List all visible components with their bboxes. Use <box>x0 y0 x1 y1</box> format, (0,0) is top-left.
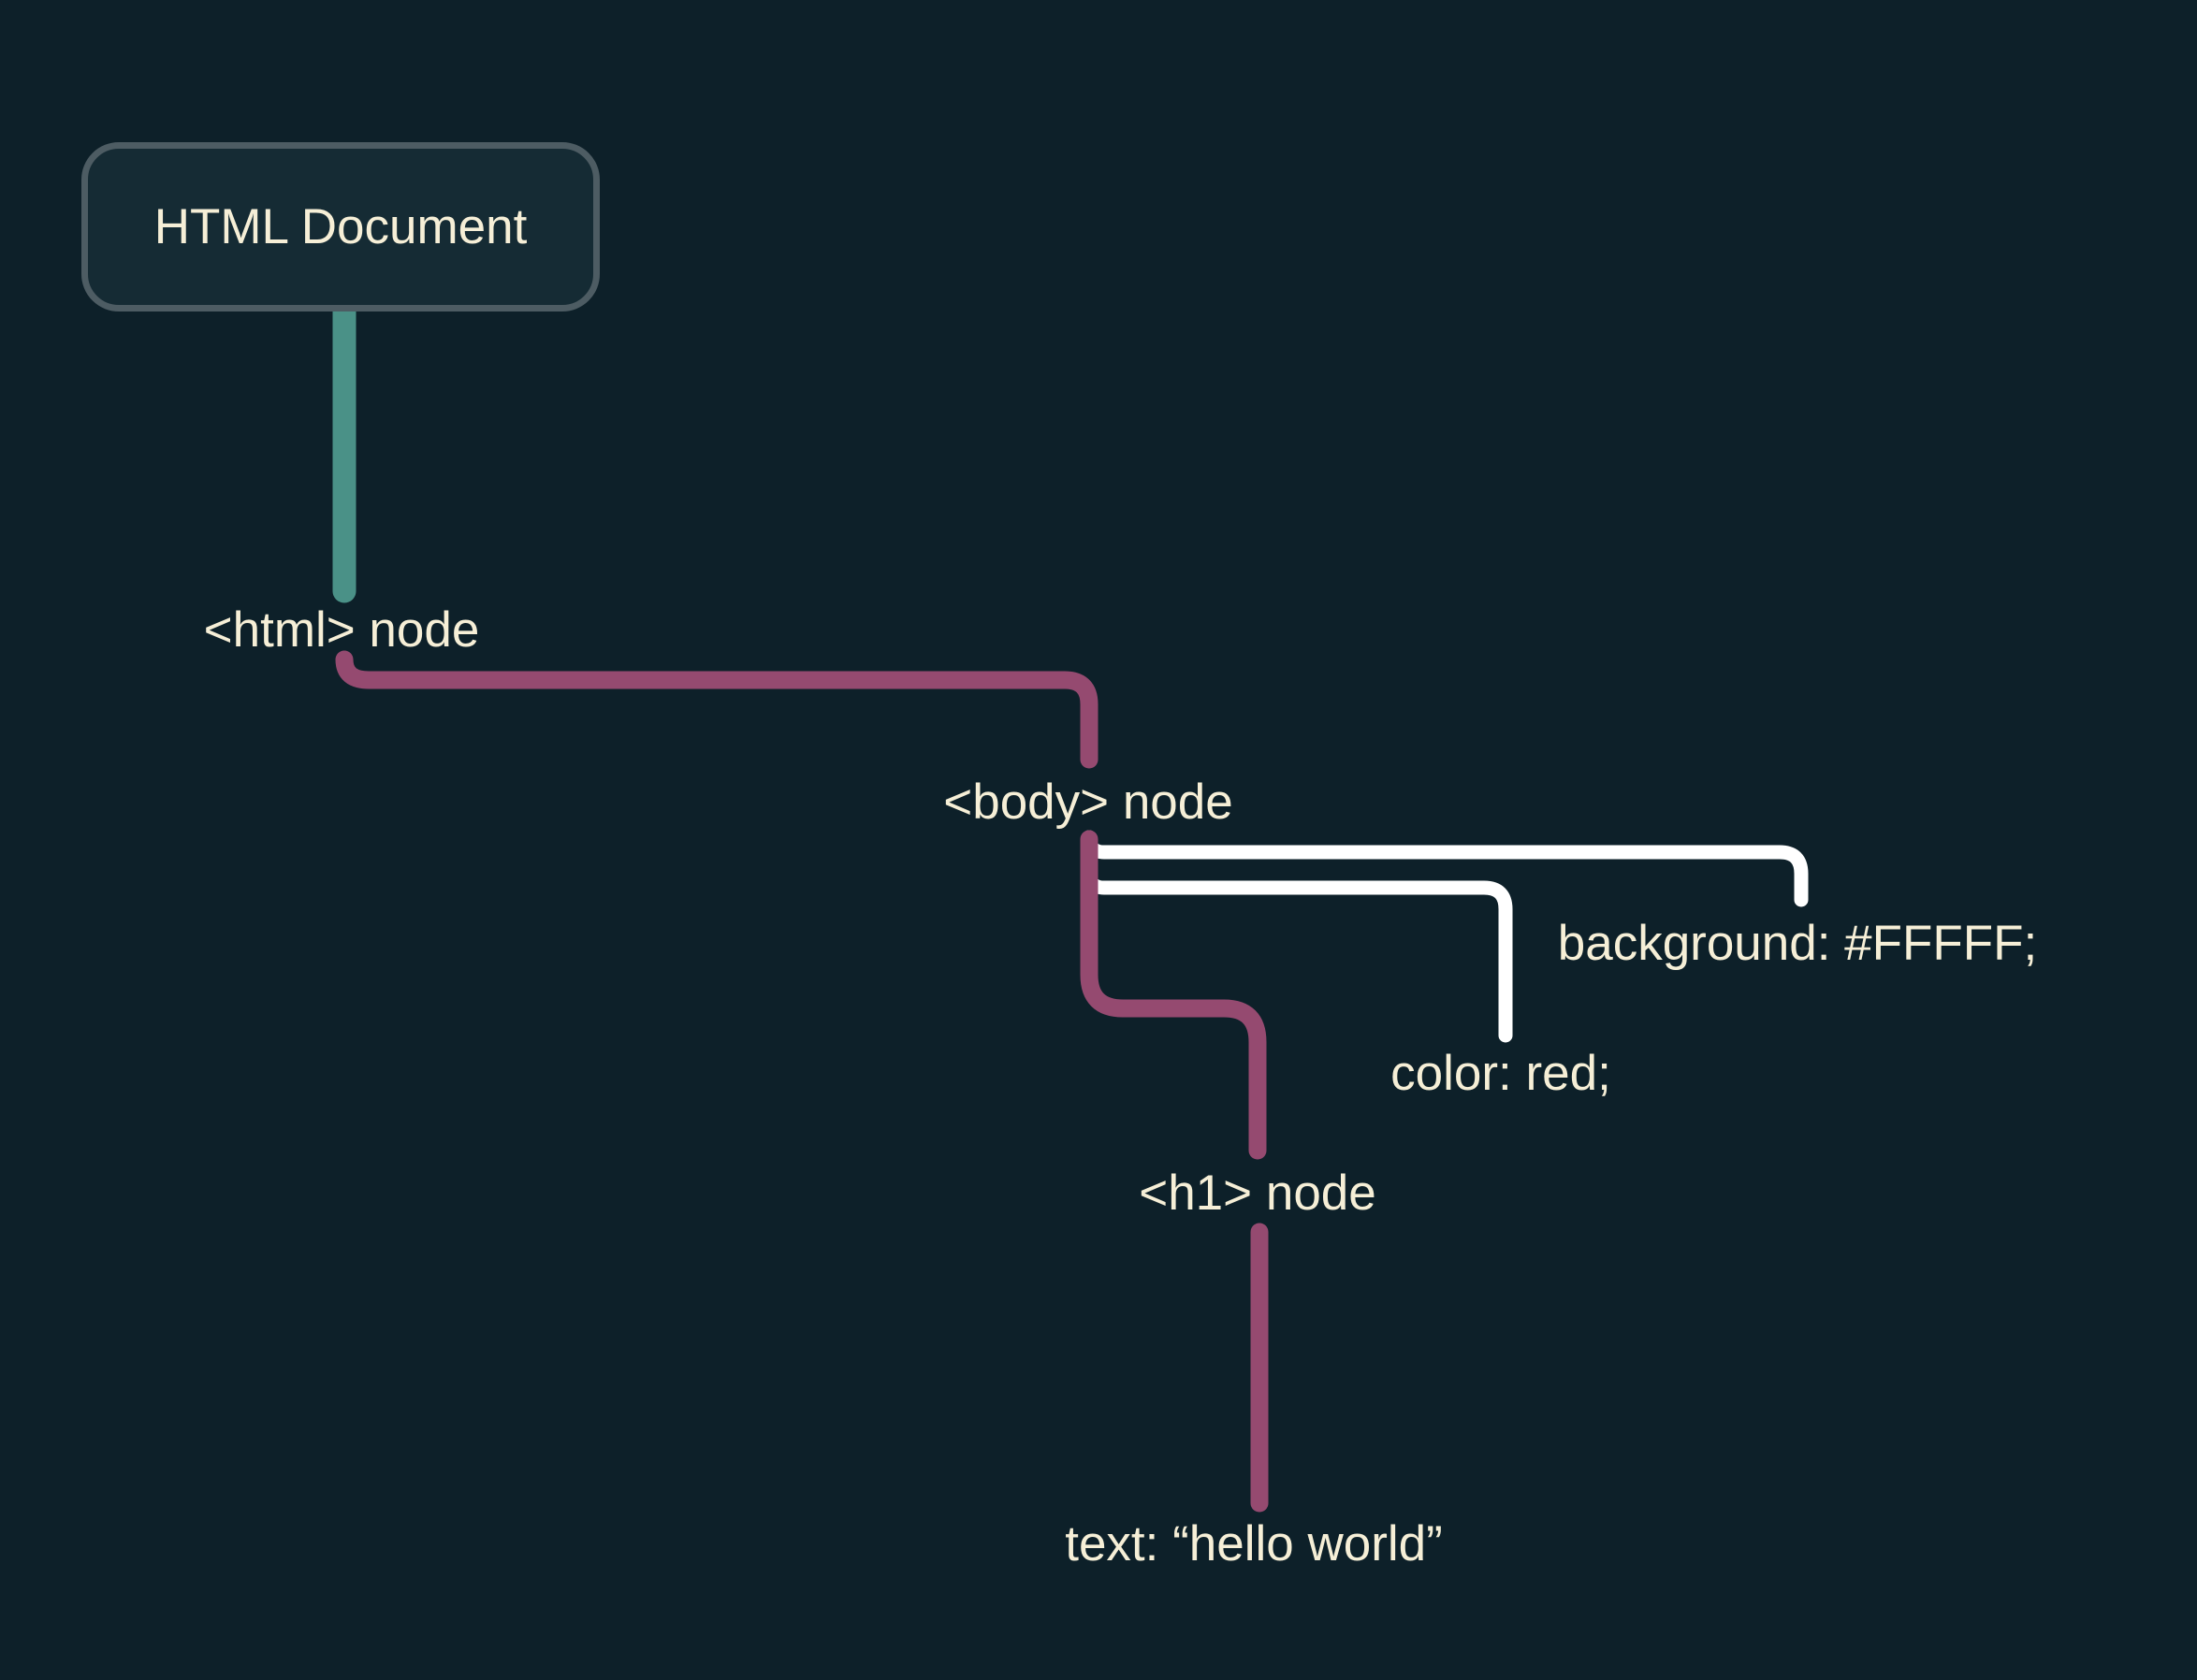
body-node-label: <body> node <box>943 775 1233 830</box>
color-style-label: color: red; <box>1390 1046 1611 1101</box>
text-node-label: text: “hello world” <box>1065 1516 1443 1571</box>
root-node-box: HTML Document <box>81 142 600 311</box>
edge-body-to-h1 <box>1080 830 1267 1160</box>
background-style-label: background: #FFFFF; <box>1557 916 2038 971</box>
root-node-label: HTML Document <box>153 199 528 254</box>
edge-html-to-body <box>335 650 1098 769</box>
html-node-label: <html> node <box>203 602 480 658</box>
h1-node-label: <h1> node <box>1139 1166 1376 1221</box>
